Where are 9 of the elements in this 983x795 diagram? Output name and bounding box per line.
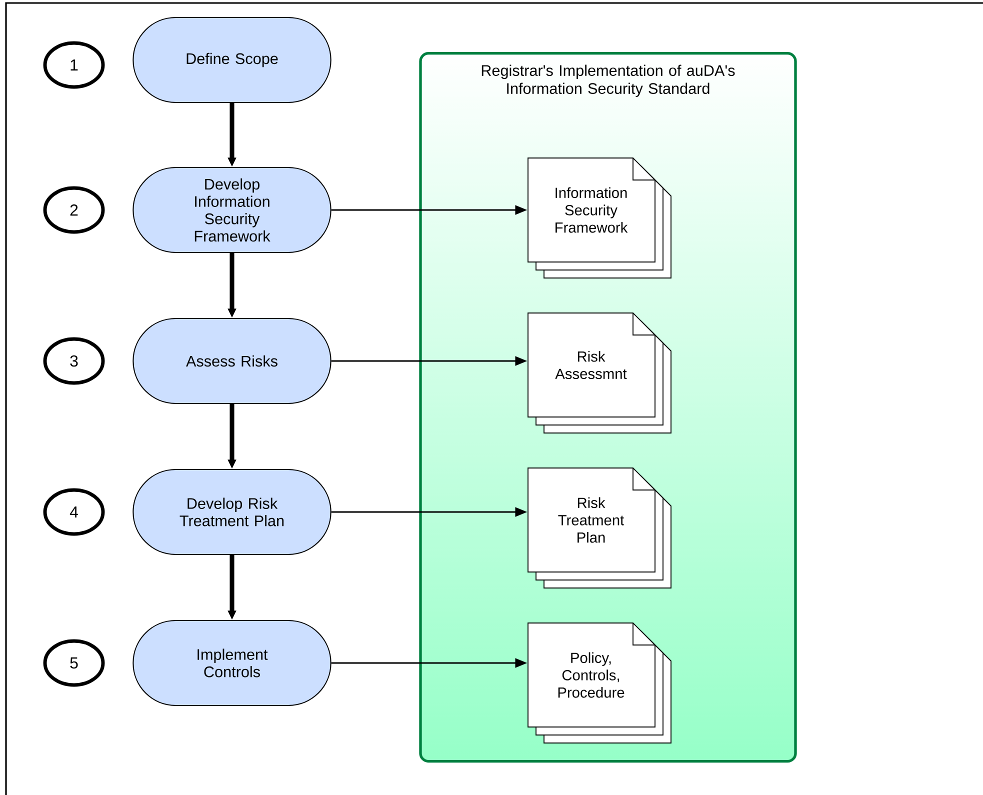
document-stack: Policy, Controls, Procedure [528,622,672,744]
process-terminator: Assess Risks [132,318,332,404]
document-stack: Information Security Framework [528,158,672,278]
process-terminator: Define Scope [132,16,332,104]
process-terminator: Develop Information Security Framework [132,166,332,254]
process-terminator: Implement Controls [132,620,332,706]
document-stack: Risk Treatment Plan [528,468,672,588]
document-stack: Risk Assessmnt [528,312,672,434]
process-terminator: Develop Risk Treatment Plan [132,468,332,556]
